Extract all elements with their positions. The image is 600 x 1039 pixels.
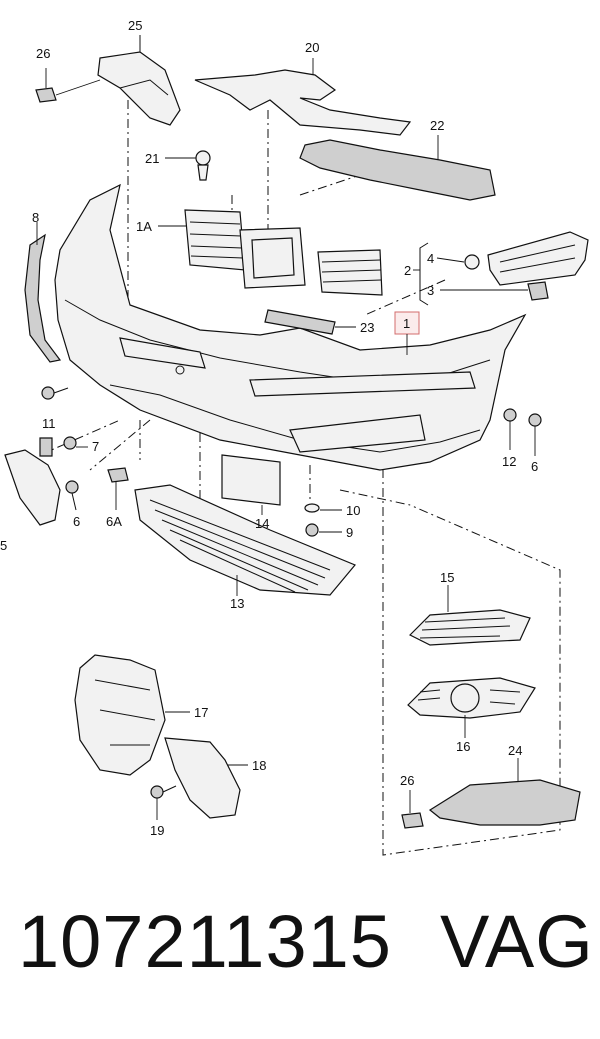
callout-15: 15 — [440, 570, 454, 585]
part-6-screw-right — [528, 413, 542, 456]
part-10-washer — [304, 503, 342, 513]
callout-16: 16 — [456, 739, 470, 754]
callout-17: 17 — [194, 705, 208, 720]
part-6-screw-left — [65, 480, 79, 511]
callout-1-highlight — [394, 311, 420, 355]
part-26-clip-bottom — [401, 790, 424, 829]
part-number: 107211315 — [18, 900, 392, 983]
callout-5: 5 — [0, 538, 7, 553]
footer: 107211315 VAG — [0, 905, 600, 1015]
callout-18: 18 — [252, 758, 266, 773]
callout-6-left: 6 — [73, 514, 80, 529]
part-12-screw — [503, 408, 517, 450]
callout-26: 26 — [36, 46, 50, 61]
part-11-screw — [41, 386, 69, 400]
callout-13: 13 — [230, 596, 244, 611]
callout-20: 20 — [305, 40, 319, 55]
part-25-bracket — [97, 35, 181, 126]
part-9-nut — [305, 523, 342, 537]
part-5-cover — [4, 437, 61, 526]
part-7-clip — [63, 436, 88, 450]
callout-11: 11 — [42, 416, 56, 431]
callout-1: 1 — [403, 316, 410, 331]
part-14-plate — [221, 454, 281, 515]
callout-24: 24 — [508, 743, 522, 758]
callout-2: 2 — [404, 263, 411, 278]
callout-12: 12 — [502, 454, 516, 469]
callout-7: 7 — [92, 439, 99, 454]
part-26-clip-top — [35, 68, 101, 103]
callout-3: 3 — [427, 283, 434, 298]
part-16-fog-grille — [407, 677, 536, 738]
part-6a-clip — [107, 467, 129, 510]
part-18-cover — [164, 737, 248, 819]
callout-6-right: 6 — [531, 459, 538, 474]
callout-labels: 25 26 20 22 21 8 1A 4 2 3 23 1 11 7 12 6… — [0, 18, 538, 838]
callout-6a: 6A — [106, 514, 122, 529]
part-13-lower-grille — [134, 484, 356, 596]
part-20-air-guide — [194, 58, 412, 136]
callout-4: 4 — [427, 251, 434, 266]
brand-label: VAG — [440, 900, 594, 983]
callout-19: 19 — [150, 823, 164, 838]
part-2-bracket — [413, 231, 589, 306]
callout-14: 14 — [255, 516, 269, 531]
callout-21: 21 — [145, 151, 159, 166]
callout-8: 8 — [32, 210, 39, 225]
part-21-clip — [165, 150, 211, 181]
callout-22: 22 — [430, 118, 444, 133]
part-1-bumper — [54, 183, 527, 471]
part-23-grille-insert — [264, 309, 356, 335]
callout-25: 25 — [128, 18, 142, 33]
callout-9: 9 — [346, 525, 353, 540]
part-17-liner — [74, 654, 190, 776]
part-15-fog-trim — [408, 585, 531, 646]
callout-26-bottom: 26 — [400, 773, 414, 788]
callout-10: 10 — [346, 503, 360, 518]
part-19-screw — [150, 785, 177, 820]
part-22-foam-absorber — [299, 135, 496, 201]
part-8-side-strip — [24, 222, 62, 363]
callout-23: 23 — [360, 320, 374, 335]
part-24-duct — [428, 758, 581, 826]
callout-1a: 1A — [136, 219, 152, 234]
parts-exploded-diagram: 25 26 20 22 21 8 1A 4 2 3 23 1 11 7 12 6… — [0, 18, 589, 856]
part-1a-grille — [158, 209, 383, 296]
